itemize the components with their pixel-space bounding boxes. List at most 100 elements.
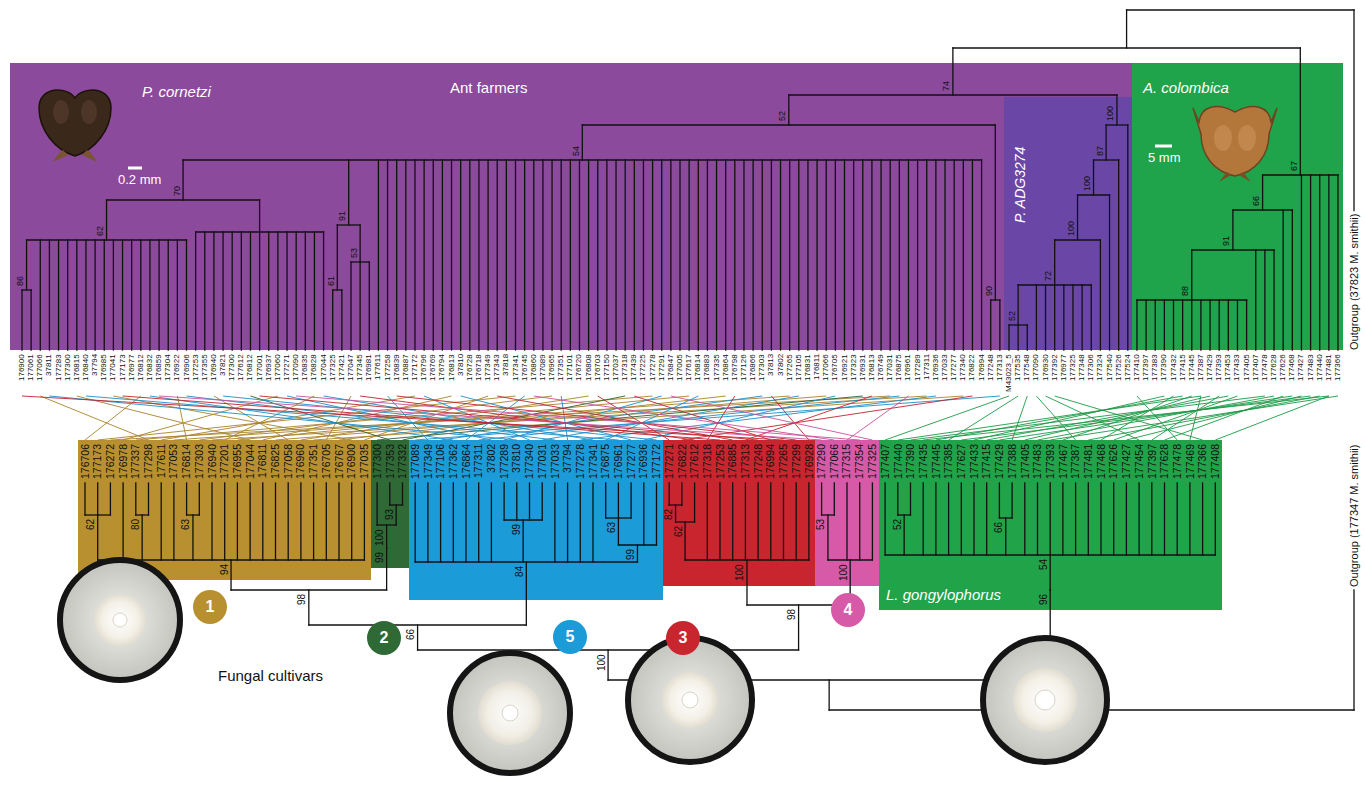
fungal-colony	[478, 681, 542, 745]
tree-branch	[22, 289, 31, 290]
ant-tip-label: 176906	[183, 354, 191, 381]
tree-branch	[351, 261, 369, 262]
mandible	[1219, 172, 1251, 182]
cultivar-tip-label: 177433	[969, 444, 980, 479]
cultivar-tip-label: 177628	[1159, 444, 1170, 479]
tree-branch	[141, 515, 142, 560]
tree-branch	[288, 483, 289, 560]
tree-branch	[30, 290, 31, 350]
head-shading	[53, 100, 69, 124]
scale-label: 0.2 mm	[118, 173, 161, 186]
cultivar-tip-label: 176706	[80, 444, 91, 479]
tree-branch	[1105, 125, 1106, 160]
tree-branch	[788, 95, 789, 125]
mandible	[82, 150, 97, 162]
tree-branch	[1182, 300, 1183, 350]
tree-branch	[1093, 160, 1094, 195]
colony-center	[502, 705, 518, 721]
tree-branch	[681, 483, 682, 505]
ant-tip-label: 177349	[484, 354, 492, 381]
association-line	[682, 396, 973, 440]
association-line	[177, 396, 186, 440]
tree-branch	[676, 521, 695, 522]
tree-branch	[323, 232, 324, 350]
cultivar-tip-label: 177265	[778, 444, 789, 479]
dish-rim	[983, 638, 1107, 762]
tree-branch	[1353, 590, 1354, 710]
tree-branch	[898, 514, 911, 515]
tree-branch	[582, 125, 583, 160]
tree-branch	[783, 483, 784, 560]
tree-branch	[688, 160, 689, 350]
tree-branch	[338, 483, 339, 560]
tree-branch	[1300, 48, 1301, 175]
outgroup-label: Outgroup (177347 M. smithii)	[1349, 445, 1360, 587]
association-line	[150, 396, 453, 440]
cultivar-tip-label: 177393	[1045, 444, 1056, 479]
association-line	[1152, 396, 1219, 440]
association-line	[1063, 396, 1192, 440]
tree-branch	[1319, 175, 1320, 350]
tree-branch	[148, 483, 149, 515]
ant-tip-label: M43023_5	[1005, 354, 1013, 392]
tree-branch	[389, 483, 390, 505]
colony-center	[113, 613, 127, 627]
tree-branch	[122, 483, 123, 560]
cultivar-tip-label: 177303	[194, 444, 205, 479]
ant-tip-label: 177421	[338, 354, 346, 381]
tree-branch	[1164, 300, 1165, 350]
tree-branch	[97, 515, 98, 560]
tree-branch	[249, 483, 250, 560]
association-line	[364, 396, 488, 440]
ant-tip-label: 177325	[329, 354, 337, 381]
ant-tip-label: 176814	[694, 354, 702, 381]
tree-branch	[286, 232, 287, 350]
ant-tip-label: 176812	[246, 354, 254, 381]
tree-branch	[67, 240, 68, 350]
tree-branch	[1263, 174, 1338, 175]
tree-branch	[1113, 483, 1114, 555]
tree-branch	[378, 160, 379, 350]
cultivar-tip-label: 176825	[270, 444, 281, 479]
tree-branch	[469, 160, 470, 350]
cultivar-tip-label: 177066	[829, 444, 840, 479]
tree-branch	[1050, 555, 1051, 590]
association-line	[707, 396, 735, 440]
tree-branch	[1054, 285, 1055, 350]
tree-branch	[844, 160, 845, 350]
tree-branch	[1100, 483, 1101, 555]
bootstrap-value: 82	[664, 509, 674, 520]
tree-branch	[554, 483, 555, 562]
bootstrap-value: 53	[350, 248, 359, 258]
tree-branch	[529, 483, 530, 520]
tree-branch	[186, 240, 187, 350]
cultivar-tip-label: 177313	[740, 444, 751, 479]
tree-branch	[337, 224, 360, 225]
association-line	[771, 396, 809, 440]
cultivar-tip-label: 176955	[232, 444, 243, 479]
tree-branch	[491, 483, 492, 562]
tree-branch	[698, 160, 699, 350]
ant-tip-label: 176931	[859, 354, 867, 381]
association-line	[936, 396, 1183, 440]
tree-branch	[187, 514, 200, 515]
ant-tip-label: 176887	[402, 354, 410, 381]
tree-branch	[1055, 239, 1101, 240]
bootstrap-value: 72	[1044, 271, 1053, 281]
cultivar-tip-label: 177351	[308, 444, 319, 479]
tree-branch	[211, 483, 212, 560]
ant-tip-label: 176812	[137, 354, 145, 381]
ant-tip-label: 177366	[1334, 354, 1342, 381]
tree-branch	[440, 483, 441, 562]
bootstrap-value: 66	[406, 629, 416, 640]
tree-branch	[26, 240, 27, 290]
tree-branch	[762, 160, 763, 350]
ant-tip-label: 177407	[1252, 354, 1260, 381]
tree-branch	[332, 290, 333, 350]
cultivar-tip-label: 177467	[1057, 444, 1068, 479]
tree-branch	[1116, 95, 1117, 125]
tree-branch	[828, 559, 872, 560]
ant-tip-label: 176813	[868, 354, 876, 381]
